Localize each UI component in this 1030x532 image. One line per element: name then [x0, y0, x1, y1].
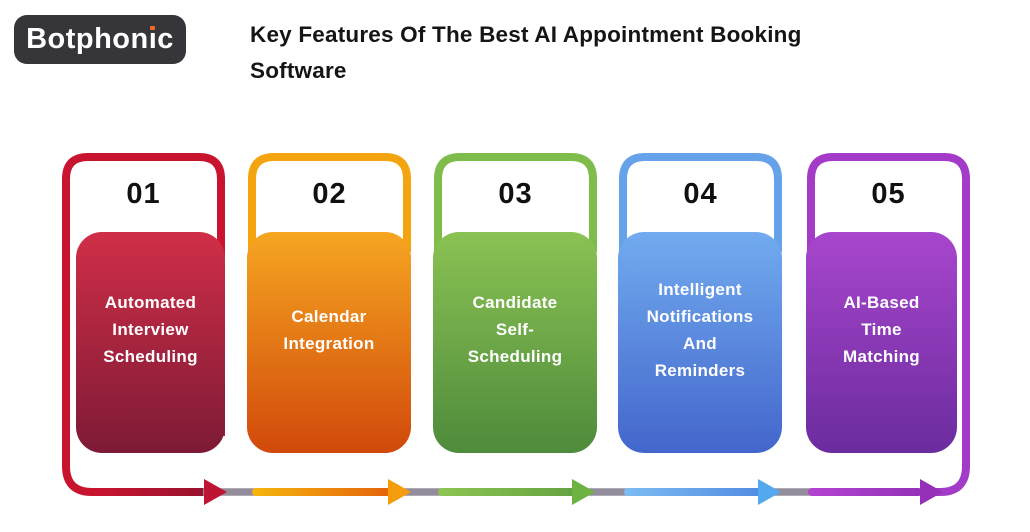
card-number-01: 01	[126, 177, 161, 210]
logo-i-dot	[150, 25, 155, 31]
arrowhead-icon-04	[758, 479, 781, 505]
card-label-line: Notifications	[646, 306, 754, 326]
card-number-05: 05	[871, 177, 906, 210]
card-label-line: AI-Based	[843, 293, 920, 312]
card-outline-05	[807, 153, 970, 496]
card-label-line: Matching	[842, 347, 920, 366]
card-label-line: Integration	[283, 333, 375, 353]
card-outline-02	[248, 153, 411, 252]
card-label-line: Interview	[112, 320, 189, 339]
card-number-02: 02	[312, 177, 347, 210]
card-label-line: Time	[861, 320, 902, 339]
card-number-04: 04	[683, 177, 718, 210]
card-label-line: Intelligent	[658, 279, 742, 299]
arrowhead-icon-05	[920, 479, 943, 505]
card-label-line: Calendar	[291, 306, 367, 326]
card-label-line: Automated	[104, 293, 197, 312]
card-label-line: Scheduling	[103, 347, 198, 366]
arrowhead-icon-03	[572, 479, 595, 505]
card-number-03: 03	[498, 177, 533, 210]
card-outline-04	[619, 153, 782, 252]
card-label-line: Scheduling	[467, 347, 563, 366]
arrowhead-icon-01	[204, 479, 227, 505]
card-outline-01	[62, 153, 225, 496]
logo-letter-i: ı	[148, 23, 158, 55]
page-title: Key Features Of The Best AI Appointment …	[250, 22, 802, 83]
arrowhead-icon-02	[388, 479, 411, 505]
card-label-line: Reminders	[654, 360, 746, 380]
card-label-line: Self-	[495, 320, 535, 339]
card-label-line: And	[683, 333, 717, 353]
card-outline-03	[434, 153, 597, 252]
card-label-line: Candidate	[472, 293, 558, 312]
